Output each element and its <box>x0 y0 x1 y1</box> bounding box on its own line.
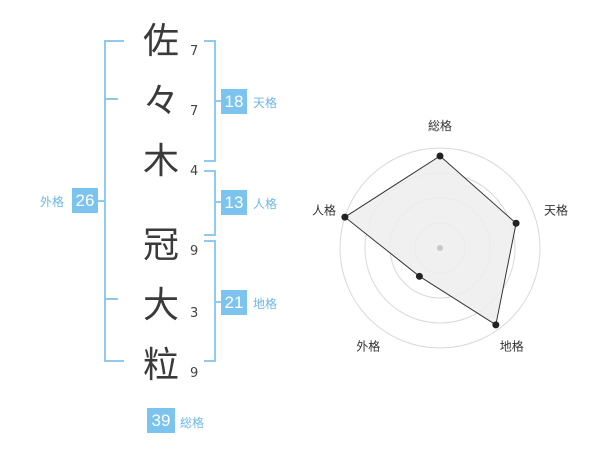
radar-point-4 <box>341 213 349 221</box>
jinkaku-badge: 13 <box>221 190 247 215</box>
chikaku-badge: 21 <box>221 290 247 315</box>
radar-center <box>437 245 443 251</box>
stroke-count-3: 4 <box>190 164 199 179</box>
radar-point-3 <box>415 272 423 280</box>
stroke-count-6: 9 <box>190 366 199 381</box>
gaikaku-tick-upper <box>104 98 118 100</box>
radar-label-0: 総格 <box>428 118 452 133</box>
gaikaku-badge: 26 <box>72 188 98 213</box>
tenkaku-badge: 18 <box>221 89 247 114</box>
jinkaku-connector <box>214 201 222 203</box>
name-char-4: 冠 <box>142 225 179 266</box>
chikaku-label: 地格 <box>253 297 278 311</box>
stroke-count-2: 7 <box>190 104 199 119</box>
radar-label-3: 外格 <box>356 339 380 354</box>
name-char-2: 々 <box>142 81 179 122</box>
jinkaku-label: 人格 <box>253 197 278 211</box>
tenkaku-label: 天格 <box>253 96 278 110</box>
radar-label-2: 地格 <box>500 339 524 354</box>
radar-label-4: 人格 <box>312 202 336 217</box>
soukaku-label: 総格 <box>180 416 205 430</box>
stroke-count-1: 7 <box>190 44 199 59</box>
gaikaku-connector <box>96 200 106 202</box>
radar-area <box>344 155 517 326</box>
radar-point-2 <box>492 321 500 329</box>
radar-label-1: 天格 <box>544 202 568 217</box>
radar-point-0 <box>436 152 444 160</box>
name-char-3: 木 <box>142 141 179 182</box>
name-char-6: 粒 <box>142 345 179 386</box>
gaikaku-label: 外格 <box>40 195 65 209</box>
gaikaku-bracket <box>104 40 124 362</box>
radar-points <box>341 152 520 329</box>
radar-point-1 <box>512 219 520 227</box>
jinkaku-bracket <box>204 170 216 236</box>
tenkaku-connector <box>214 100 222 102</box>
name-char-1: 佐 <box>142 21 179 62</box>
soukaku-badge: 39 <box>147 408 175 433</box>
radar-ring-4 <box>339 147 541 349</box>
stroke-count-5: 3 <box>190 306 199 321</box>
name-char-5: 大 <box>142 285 179 326</box>
gaikaku-tick-lower <box>104 298 118 300</box>
chikaku-connector <box>214 301 222 303</box>
stroke-count-4: 9 <box>190 244 199 259</box>
